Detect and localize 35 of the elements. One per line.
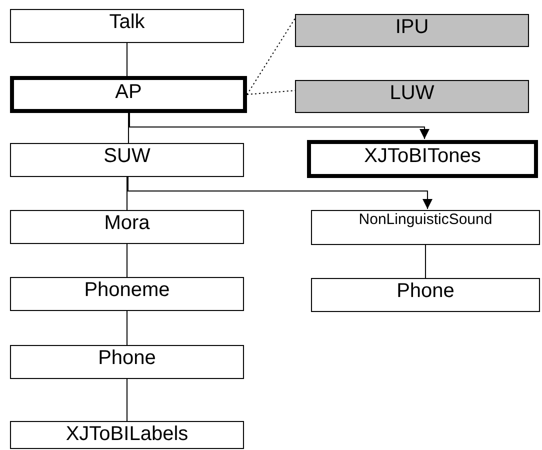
connector-line <box>425 244 426 278</box>
connector-line <box>126 244 128 278</box>
level-box <box>10 143 244 177</box>
level-box <box>10 9 244 43</box>
box-label: NonLinguisticSound <box>358 211 492 230</box>
level-box <box>307 140 538 178</box>
connector-line <box>126 42 128 76</box>
level-box <box>295 14 529 47</box>
level-box <box>10 277 244 311</box>
connector-line <box>246 18 296 95</box>
box-label: Phoneme <box>84 278 170 303</box>
box-label: SUW <box>104 144 150 169</box>
connector-line <box>126 310 128 346</box>
level-box <box>10 345 244 379</box>
level-box <box>311 278 540 312</box>
level-box <box>311 210 540 245</box>
level-box <box>295 80 529 113</box>
box-label: LUW <box>390 81 434 106</box>
box-label: XJToBILabels <box>66 422 188 447</box>
level-box <box>10 76 247 113</box>
box-label: Mora <box>104 211 150 236</box>
connector-line <box>126 378 128 422</box>
box-label: Phone <box>396 279 454 304</box>
arrow <box>129 112 430 140</box>
box-label: AP <box>115 80 142 105</box>
box-label: XJToBITones <box>364 144 481 169</box>
level-box <box>10 210 244 244</box>
box-label: IPU <box>395 15 429 40</box>
arrow <box>128 176 432 210</box>
connector-line <box>246 90 296 95</box>
level-box <box>10 421 244 449</box>
connector-line <box>128 112 129 144</box>
box-label: Phone <box>98 346 156 371</box>
connector-line <box>126 176 128 210</box>
box-label: Talk <box>109 10 145 35</box>
